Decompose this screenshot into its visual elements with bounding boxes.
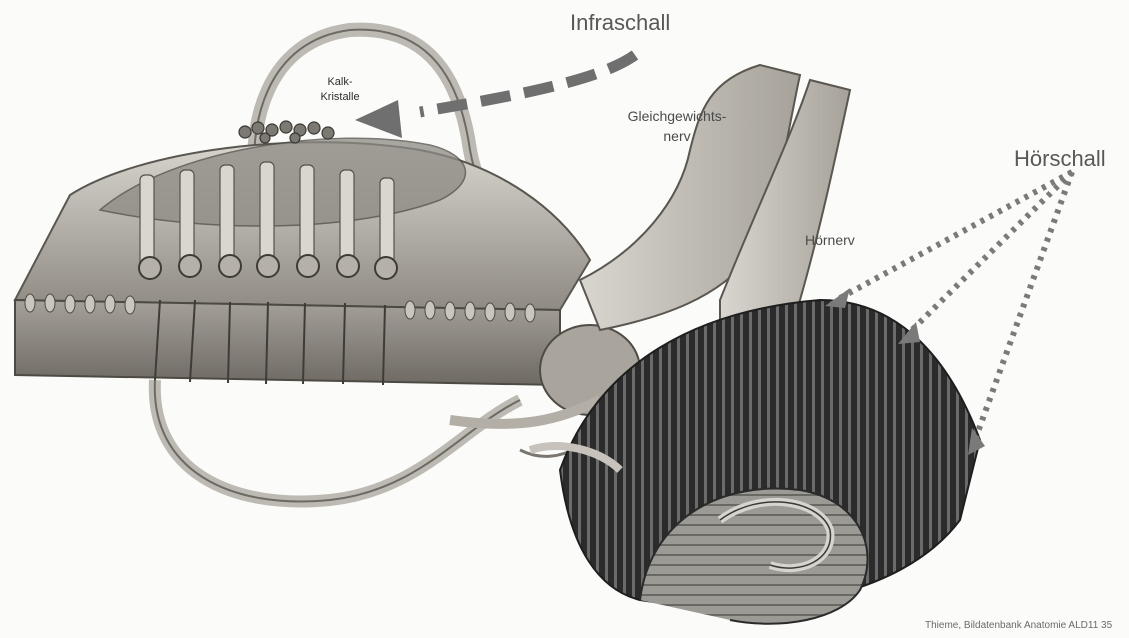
tissue-block-front bbox=[15, 300, 560, 385]
infraschall-arrowhead bbox=[355, 100, 402, 138]
kalk-kristalle-line1: Kalk- bbox=[295, 75, 385, 90]
gleichgewichtsnerv-line2: nerv bbox=[612, 126, 742, 146]
hoerschall-label: Hörschall bbox=[1014, 146, 1106, 172]
image-credit: Thieme, Bildatenbank Anatomie ALD11 35 bbox=[925, 620, 1112, 631]
gleichgewichtsnerv-label: Gleichgewichts- nerv bbox=[612, 106, 742, 146]
hoernerv-label: Hörnerv bbox=[805, 230, 855, 250]
kalk-kristalle-label: Kalk- Kristalle bbox=[295, 75, 385, 105]
lower-loop bbox=[155, 380, 520, 502]
gleichgewichtsnerv-line1: Gleichgewichts- bbox=[612, 106, 742, 126]
infraschall-label: Infraschall bbox=[570, 10, 670, 36]
kalk-kristalle-line2: Kristalle bbox=[295, 90, 385, 105]
